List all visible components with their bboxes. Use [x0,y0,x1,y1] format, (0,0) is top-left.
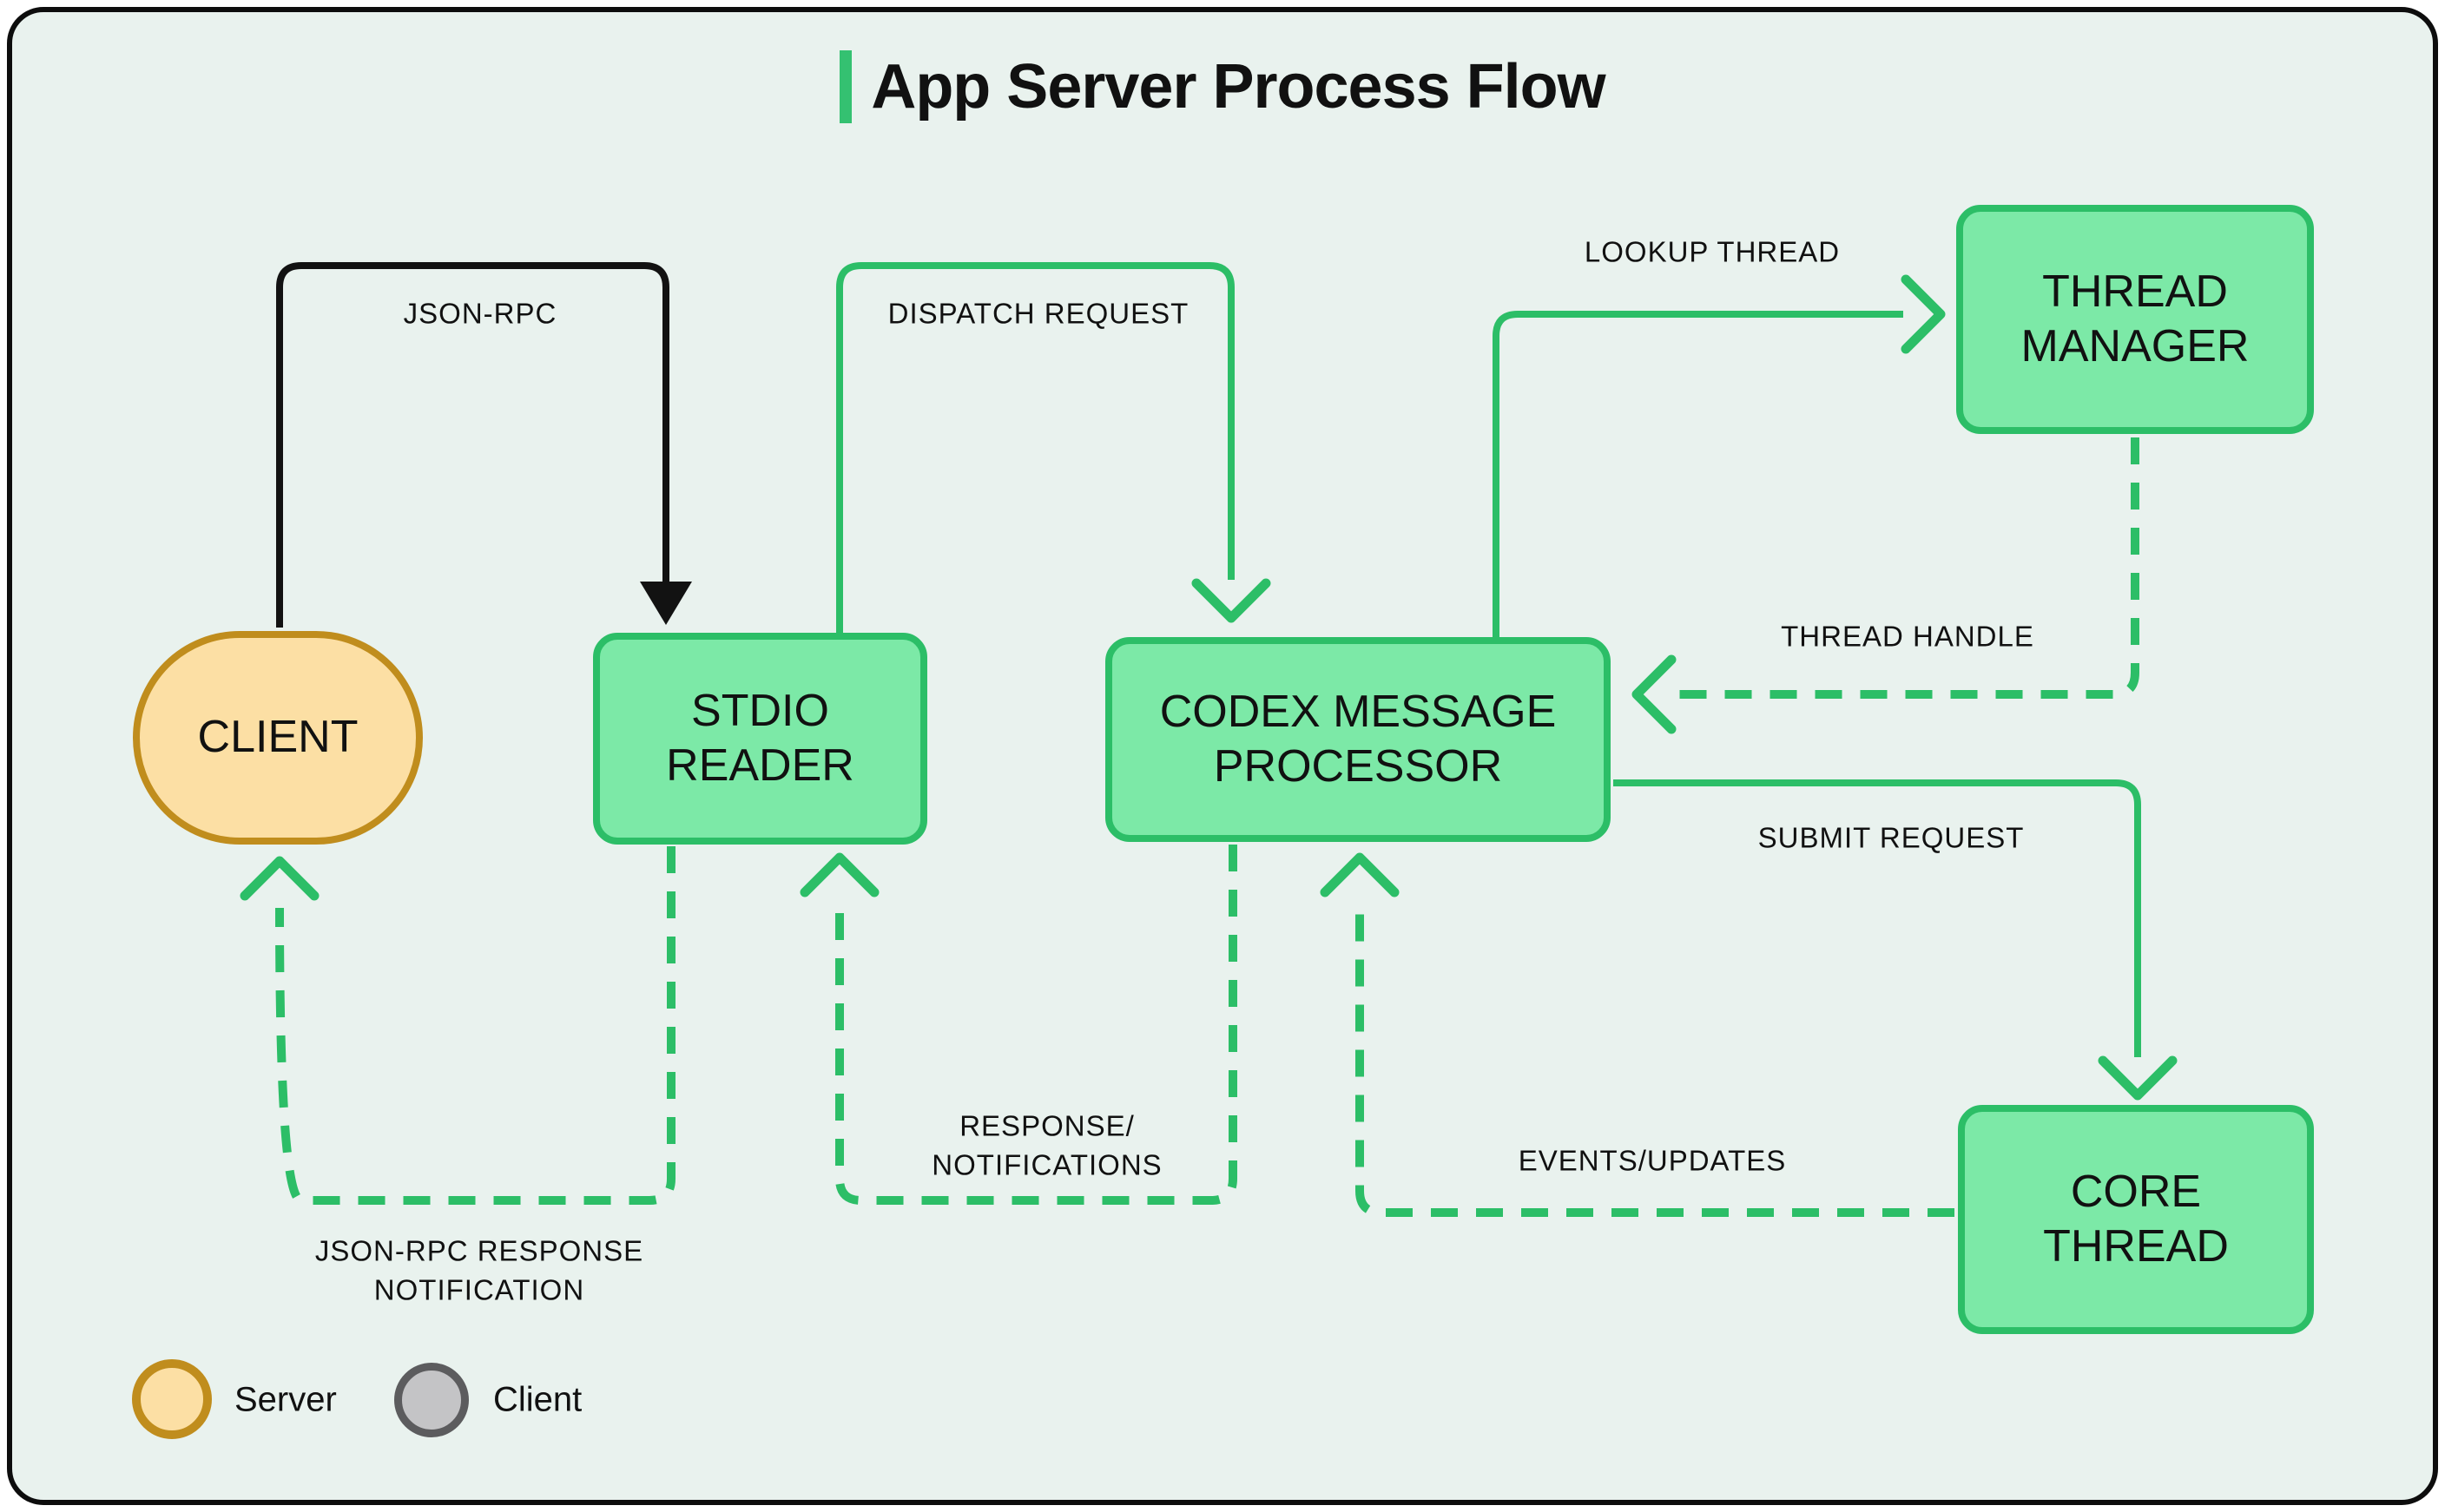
node-codex-message-processor: CODEX MESSAGE PROCESSOR [1105,637,1611,842]
edge-dispatch-request-arrowhead [1191,578,1271,623]
legend-client-label: Client [493,1380,583,1419]
node-core-thread: CORE THREAD [1958,1105,2314,1334]
edge-submit-request-arrowhead [2098,1055,2178,1101]
edge-json-rpc-line [276,262,669,628]
edge-dispatch-request-line [836,262,1235,633]
legend-server-swatch [132,1359,212,1439]
edge-label-response-notifications: RESPONSE/ NOTIFICATIONS [932,1109,1163,1180]
node-thread-manager: THREAD MANAGER [1956,205,2314,434]
edge-label-json-rpc-response-notification: JSON-RPC RESPONSE NOTIFICATION [314,1234,644,1305]
edge-lookup-thread-arrowhead [1901,274,1946,354]
edge-thread-handle-arrowhead [1631,654,1677,734]
edge-events-updates-arrowhead [1320,852,1400,897]
edge-lookup-thread-line [1493,311,1903,637]
edge-events-updates-line [1355,904,1954,1217]
edge-response-notifications-arrowhead [800,852,880,897]
node-stdio-reader-label: STDIO READER [666,685,854,791]
node-client-label: CLIENT [197,712,359,763]
edge-json-rpc-arrowhead [640,582,692,625]
page-title: App Server Process Flow [871,52,1605,122]
diagram-header: App Server Process Flow [0,43,2445,130]
node-client: CLIENT [133,631,423,845]
node-codex-message-processor-label: CODEX MESSAGE PROCESSOR [1159,686,1557,792]
edge-label-lookup-thread: LOOKUP THREAD [1584,235,1841,268]
edge-label-thread-handle: THREAD HANDLE [1781,620,2034,653]
edge-json-rpc-response-arrowhead [240,856,320,901]
edge-label-dispatch-request: DISPATCH REQUEST [887,297,1190,330]
edge-json-rpc-response-line [275,846,676,1205]
title-accent-bar [840,50,853,123]
node-core-thread-label: CORE THREAD [2043,1166,2229,1272]
legend-client-swatch [394,1363,469,1437]
edge-label-events-updates: EVENTS/UPDATES [1518,1144,1787,1177]
node-stdio-reader: STDIO READER [593,633,927,845]
edge-response-notifications-line [835,845,1237,1205]
edge-label-submit-request: SUBMIT REQUEST [1757,821,2025,854]
edge-thread-handle-line [1676,437,2139,699]
node-thread-manager-label: THREAD MANAGER [2020,266,2250,371]
legend-server-label: Server [234,1380,337,1419]
edge-submit-request-line [1613,779,2141,1057]
edge-label-json-rpc: JSON-RPC [403,297,557,330]
